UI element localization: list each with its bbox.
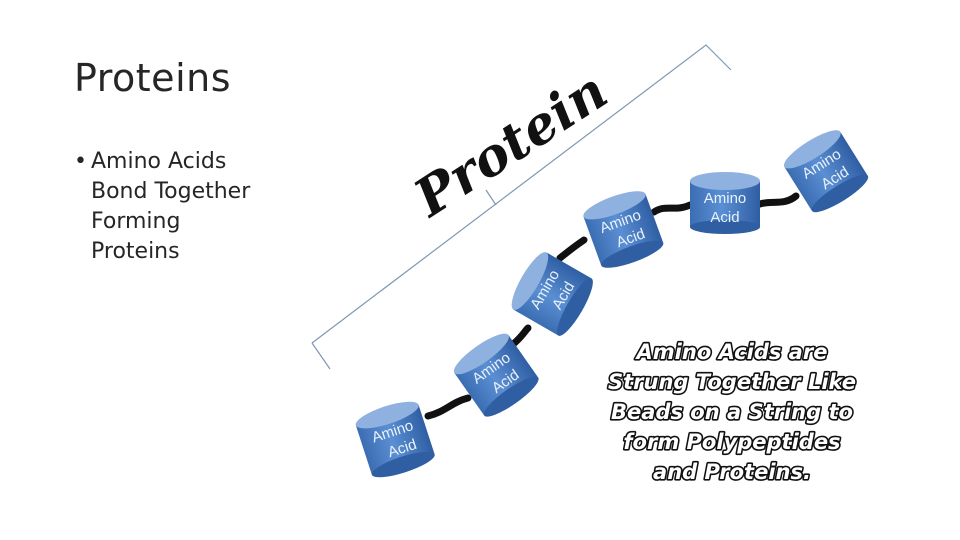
amino-acid-bead: Amino Acid bbox=[355, 401, 435, 478]
amino-acid-bead: Amino Acid bbox=[783, 130, 869, 213]
slide-title: Proteins bbox=[74, 56, 232, 100]
bullet-item: Amino Acids Bond Together Forming Protei… bbox=[74, 147, 274, 267]
bead-label-amino: Amino bbox=[704, 190, 747, 207]
connector bbox=[650, 201, 694, 216]
bullet-list: Amino Acids Bond Together Forming Protei… bbox=[74, 147, 274, 267]
protein-label: Protein bbox=[402, 60, 618, 230]
amino-acid-bead: Amino Acid bbox=[690, 172, 760, 234]
protein-bracket bbox=[311, 44, 732, 370]
connector bbox=[508, 324, 532, 349]
amino-acid-bead: Amino Acid bbox=[511, 252, 593, 336]
caption-line: Strung Together Like bbox=[608, 370, 856, 394]
caption-line: Amino Acids are bbox=[635, 340, 828, 364]
amino-acid-bead: Amino Acid bbox=[453, 333, 539, 417]
amino-acid-beads: Amino Acid Amino Acid Amino Acid Amino A… bbox=[355, 130, 869, 478]
caption-line: form Polypeptides bbox=[623, 430, 840, 454]
caption-line: and Proteins. bbox=[653, 460, 811, 484]
bead-connectors bbox=[424, 192, 800, 420]
connector bbox=[556, 236, 588, 262]
amino-acid-bead: Amino Acid bbox=[583, 191, 664, 268]
bead-label-acid: Acid bbox=[710, 209, 739, 226]
connector bbox=[756, 192, 800, 208]
caption: Amino Acids are Strung Together Like Bea… bbox=[606, 338, 857, 485]
caption-line: Beads on a String to bbox=[611, 400, 853, 424]
connector bbox=[424, 394, 472, 420]
